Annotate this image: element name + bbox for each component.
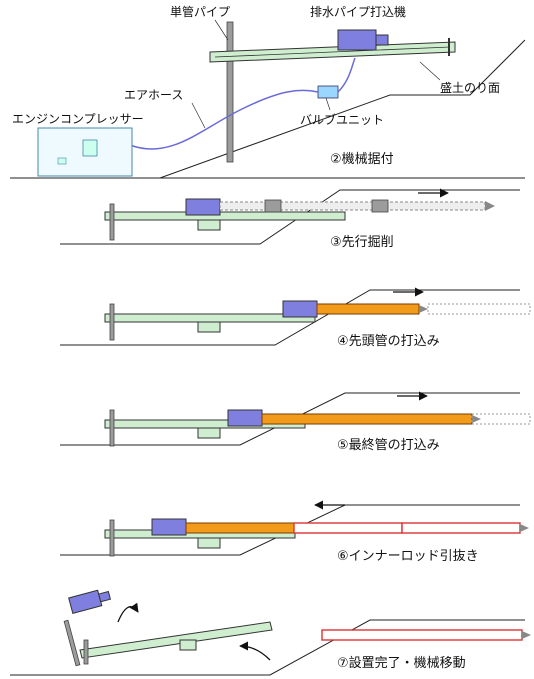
valve-unit-box (317, 85, 339, 99)
post-7 (83, 639, 89, 665)
pipe-tip-5 (472, 415, 481, 423)
arrow-lift-7 (117, 602, 139, 623)
frame-7-lifted (79, 621, 273, 659)
driver-head (375, 34, 389, 46)
compressor-panel (82, 139, 98, 157)
step-last-pipe-panel: ⑤最終管の打込み (60, 391, 531, 453)
machine-6 (151, 518, 187, 536)
pipe-tip-6 (520, 524, 529, 532)
frame-block-4 (197, 321, 221, 333)
label-slope: 盛土のり面 (440, 80, 500, 95)
drain-pipe-6b (401, 522, 521, 534)
leader-air-hose (191, 102, 206, 129)
single-pipe-7 (63, 619, 81, 667)
slope-ground-line (10, 39, 526, 179)
step-label-setup: ②機械据付 (330, 152, 394, 167)
step-label-last-pipe: ⑤最終管の打込み (337, 437, 440, 453)
pipe-5 (261, 413, 473, 425)
drill-rod-3 (219, 201, 486, 211)
step-label-predrill: ③先行掘削 (330, 235, 394, 250)
target-outline-5 (471, 413, 531, 425)
frame-block-3 (197, 219, 221, 231)
leader-slope (419, 61, 441, 81)
label-valve-unit: バルブユニット (300, 112, 384, 127)
post-5 (109, 409, 115, 447)
compressor-vent (57, 157, 67, 165)
post-4 (109, 303, 115, 341)
step-complete-panel: ⑦設置完了・機械移動 (10, 589, 531, 676)
drill-bit-3 (485, 201, 495, 211)
post-3 (109, 203, 115, 241)
machine-4 (282, 300, 318, 318)
setup-overview-panel: 単管パイプ 排水パイプ打込機 盛土のり面 エアホース エンジンコンプレッサー バ… (10, 4, 526, 179)
ground-line-7 (10, 619, 525, 676)
air-hose-line (129, 89, 319, 150)
step-label-rod-pull: ⑥インナーロッド引抜き (337, 548, 479, 564)
inner-rod-6 (185, 522, 295, 534)
rod-joint-3b (371, 199, 389, 213)
frame-rod (214, 46, 451, 58)
step-predrill-panel: ③先行掘削 (60, 188, 520, 250)
arrow-move-7 (239, 641, 271, 661)
target-outline-4 (427, 303, 531, 315)
pipe-tip-4 (419, 305, 428, 313)
single-pipe-post (226, 21, 234, 163)
ground-line-4 (60, 289, 520, 346)
label-single-pipe: 単管パイプ (170, 4, 230, 19)
hose-to-machine (337, 57, 356, 93)
machine-3 (185, 198, 221, 216)
leader-valve-unit (325, 97, 331, 111)
label-compressor: エンジンコンプレッサー (12, 112, 144, 126)
step-rod-pull-panel: ⑥インナーロッド引抜き (60, 500, 529, 564)
frame-3 (104, 211, 346, 221)
label-air-hose: エアホース (124, 88, 183, 102)
step-first-pipe-panel: ④先頭管の打込み (60, 287, 531, 349)
frame-block-5 (197, 427, 221, 439)
label-driver: 排水パイプ打込機 (310, 4, 406, 19)
step-label-complete: ⑦設置完了・機械移動 (337, 655, 466, 671)
driver-machine (337, 29, 377, 51)
frame-block-7 (179, 639, 197, 651)
machine-5 (227, 409, 263, 427)
pipe-4 (316, 303, 420, 315)
frame-block-6 (197, 537, 221, 549)
pipe-tip-7 (522, 631, 531, 639)
machine-7-lifted (68, 589, 112, 615)
rod-joint-3a (264, 199, 282, 213)
post-6 (109, 519, 115, 557)
step-label-first-pipe: ④先頭管の打込み (337, 334, 440, 349)
leader-single-pipe (214, 19, 229, 41)
installed-drain-pipe (321, 629, 523, 641)
drain-pipe-6a (293, 522, 403, 534)
